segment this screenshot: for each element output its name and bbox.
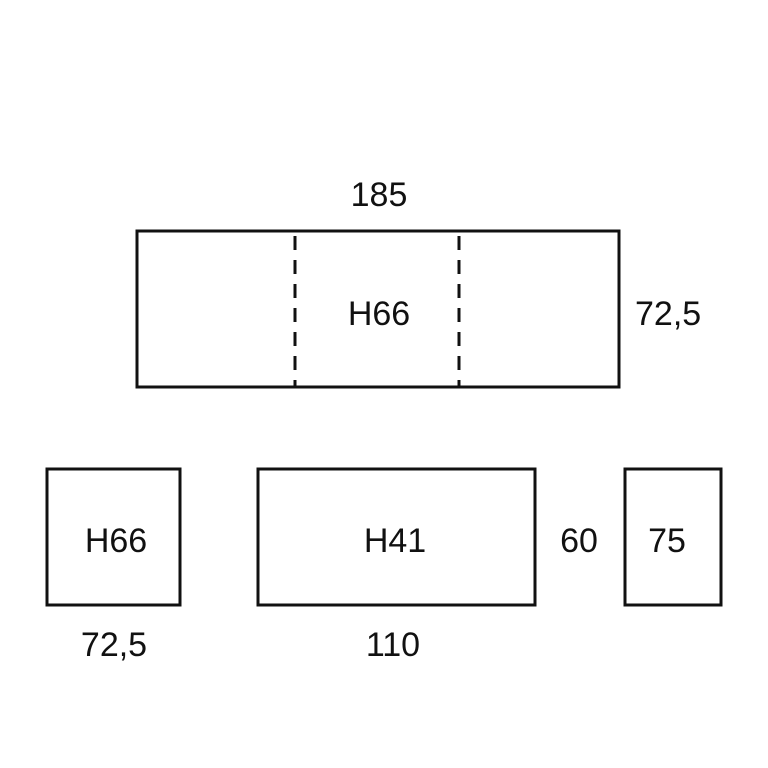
armchair: H66 72,5 xyxy=(45,467,182,664)
sofa-depth-label: 72,5 xyxy=(635,295,701,333)
coffee-table-height-label: H41 xyxy=(364,522,426,560)
sofa-width-label: 185 xyxy=(351,176,408,214)
sofa: H66 185 72,5 xyxy=(135,176,701,389)
armchair-outline xyxy=(45,467,182,607)
coffee-table-width-label: 110 xyxy=(366,626,420,664)
side-table-outline xyxy=(623,467,723,607)
side-table-size-label: 75 xyxy=(648,522,686,560)
coffee-table-depth-label: 60 xyxy=(560,522,598,560)
side-table: 75 xyxy=(623,467,723,607)
sofa-height-label: H66 xyxy=(348,295,410,333)
armchair-width-label: 72,5 xyxy=(81,626,147,664)
armchair-height-label: H66 xyxy=(85,522,147,560)
coffee-table: H41 110 60 xyxy=(256,467,598,664)
coffee-table-outline xyxy=(256,467,537,607)
sofa-outline xyxy=(135,229,621,389)
